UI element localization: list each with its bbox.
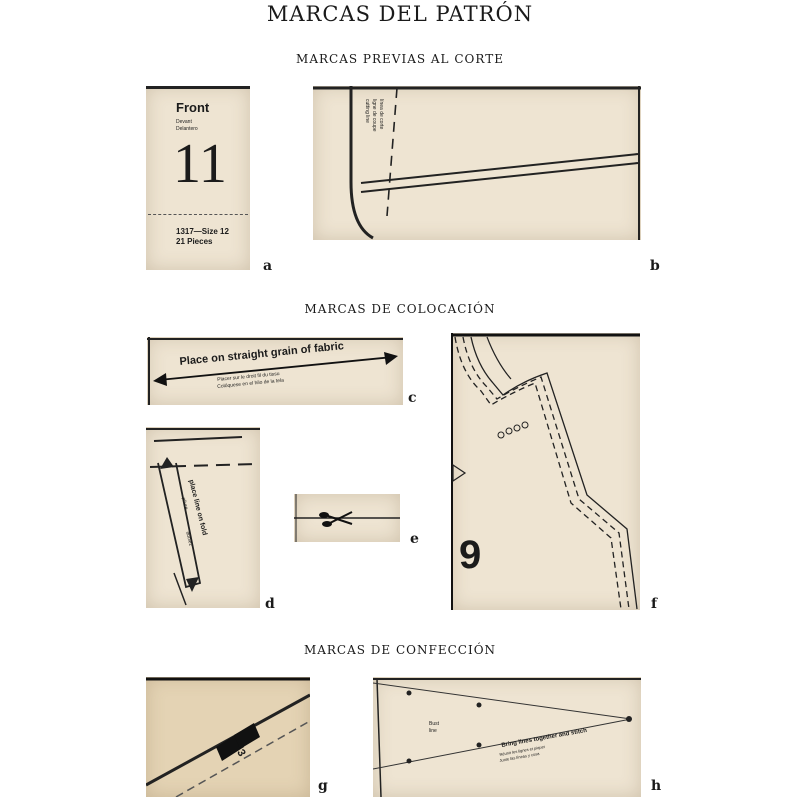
figure-c-grainline: Place on straight grain of fabric Placer… <box>147 337 403 405</box>
devant-text: Devant <box>176 119 192 125</box>
figure-g-notch-mark: 3 <box>146 677 310 797</box>
figure-label-g: g <box>318 778 328 794</box>
figure-a-pattern-label: Front Devant Delantero 11 1317—Size 12 2… <box>146 86 250 270</box>
section-heading-construction: MARCAS DE CONFECCIÓN <box>0 643 800 657</box>
cutting-line-text-3: línea de corte <box>378 99 384 129</box>
cutting-line-text-1: cutting line <box>364 99 370 123</box>
front-heading: Front <box>176 100 209 115</box>
figure-label-a: a <box>263 258 272 274</box>
figure-label-d: d <box>265 596 275 612</box>
cutting-line-drawing <box>313 86 641 240</box>
top-edge <box>146 86 250 89</box>
cutting-line-text-2: ligne de coupe <box>371 99 377 132</box>
figure-d-place-on-fold: place line on fold pliure doblez <box>146 427 260 608</box>
piece-number-9: 9 <box>459 533 481 578</box>
fold-line <box>148 214 248 215</box>
section-heading-placement: MARCAS DE COLOCACIÓN <box>0 302 800 316</box>
figure-b-cutting-line: cutting line ligne de coupe línea de cor… <box>313 86 641 240</box>
notch-drawing <box>146 677 310 797</box>
page-title: MARCAS DEL PATRÓN <box>0 2 800 26</box>
scissors-icon <box>294 494 400 542</box>
pieces-text: 21 Pieces <box>176 237 212 246</box>
dart-text-line: line <box>429 728 437 734</box>
figure-label-h: h <box>651 778 661 794</box>
dart-text-bust: Bust <box>429 721 439 727</box>
figure-label-f: f <box>651 596 657 612</box>
figure-h-dart: Bust line Bring lines together and stitc… <box>373 677 641 797</box>
size-text: 1317—Size 12 <box>176 227 229 236</box>
figure-label-e: e <box>410 531 419 547</box>
figure-e-scissors-mark <box>294 494 400 542</box>
dart-drawing <box>373 677 641 797</box>
piece-number: 11 <box>173 132 227 196</box>
section-heading-pre-cut: MARCAS PREVIAS AL CORTE <box>0 52 800 66</box>
figure-label-c: c <box>408 390 417 406</box>
figure-f-cutting-lines: 9 <box>451 333 640 610</box>
figure-label-b: b <box>650 258 660 274</box>
